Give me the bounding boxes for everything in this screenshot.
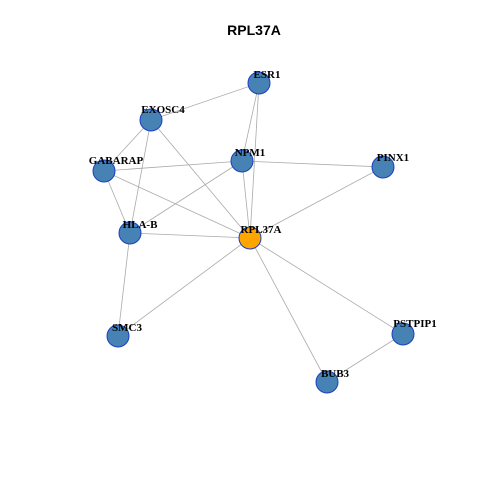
node-label-esr1: ESR1 [254,69,281,81]
node-hla-b[interactable]: HLA-B [118,219,159,245]
node-exosc4[interactable]: EXOSC4 [139,104,185,132]
node-smc3[interactable]: SMC3 [106,322,142,348]
node-label-pinx1: PINX1 [377,152,409,164]
edge-hla-b-rpl37a [129,232,251,239]
node-circle-smc3[interactable] [106,324,130,348]
edge-gabarap-rpl37a [103,170,251,239]
node-circle-esr1[interactable] [247,71,271,95]
node-npm1[interactable]: NPM1 [230,147,266,173]
edge-hla-b-smc3 [117,232,131,337]
node-label-pstpip1: PSTPIP1 [393,318,436,330]
node-circle-pstpip1[interactable] [391,322,415,346]
node-label-bub3: BUB3 [321,368,350,380]
node-circle-rpl37a[interactable] [238,226,262,250]
node-gabarap[interactable]: GABARAP [89,155,144,183]
edge-esr1-rpl37a [249,82,260,239]
edge-esr1-exosc4 [150,82,260,121]
node-label-hla-b: HLA-B [123,219,159,231]
edge-rpl37a-bub3 [249,237,328,383]
edge-npm1-gabarap [103,160,243,172]
edge-exosc4-hla-b [129,119,152,234]
node-label-gabarap: GABARAP [89,155,144,167]
node-circle-exosc4[interactable] [139,108,163,132]
node-pstpip1[interactable]: PSTPIP1 [391,318,437,346]
graph-title: RPL37A [227,22,281,38]
node-label-exosc4: EXOSC4 [141,104,185,116]
node-label-rpl37a: RPL37A [241,224,282,236]
node-label-smc3: SMC3 [112,322,142,334]
node-circle-hla-b[interactable] [118,221,142,245]
edge-npm1-hla-b [129,160,243,234]
edge-rpl37a-smc3 [117,237,251,337]
node-circle-bub3[interactable] [315,370,339,394]
node-label-npm1: NPM1 [235,147,266,159]
node-rpl37a[interactable]: RPL37A [238,224,282,250]
edge-rpl37a-pstpip1 [249,237,404,335]
edge-npm1-pinx1 [241,160,384,168]
node-esr1[interactable]: ESR1 [247,69,281,95]
node-circle-pinx1[interactable] [371,155,395,179]
node-pinx1[interactable]: PINX1 [371,152,409,179]
edge-exosc4-rpl37a [150,119,251,239]
node-circle-gabarap[interactable] [92,159,116,183]
node-bub3[interactable]: BUB3 [315,368,350,394]
edge-npm1-rpl37a [241,160,251,239]
edge-pstpip1-bub3 [326,333,404,383]
edge-exosc4-gabarap [103,119,152,172]
edge-pinx1-rpl37a [249,166,384,239]
node-circle-npm1[interactable] [230,149,254,173]
edge-esr1-npm1 [241,82,260,162]
